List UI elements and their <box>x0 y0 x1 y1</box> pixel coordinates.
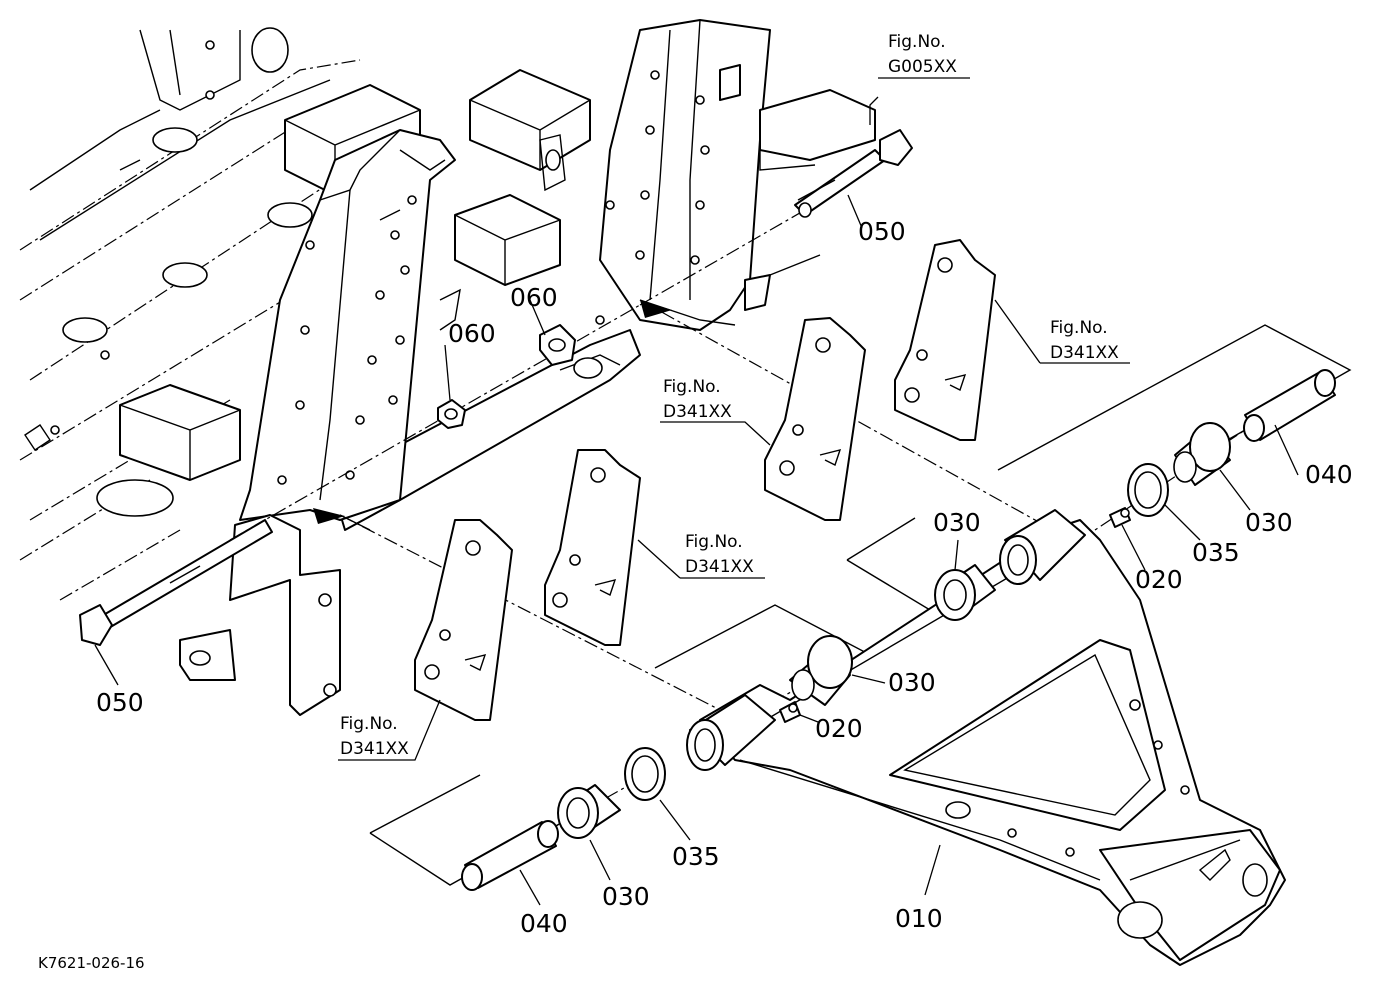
label-050-lower: 050 <box>96 688 144 717</box>
fig-ref-g005-title: Fig.No. <box>888 32 946 52</box>
label-035-upper: 035 <box>1192 538 1240 567</box>
label-035-lower: 035 <box>672 842 720 871</box>
label-010: 010 <box>895 904 943 933</box>
right-mount-bracket <box>539 19 876 331</box>
label-040-lower: 040 <box>520 909 568 938</box>
fig-ref-d341-mid-title: Fig.No. <box>685 532 743 552</box>
label-030-b: 030 <box>1245 508 1293 537</box>
bushing-030-c <box>789 635 853 706</box>
leader-lines <box>94 77 1299 906</box>
bushing-030-d <box>557 784 621 839</box>
arm-pivot-upper <box>999 509 1086 585</box>
label-030-d: 030 <box>602 882 650 911</box>
nut-060-upper <box>539 324 576 366</box>
chassis-frame <box>19 27 641 601</box>
fig-ref-g005-code: G005XX <box>888 57 957 77</box>
collar-040-upper <box>1243 369 1336 442</box>
arm-pivot-lower <box>686 694 776 771</box>
left-mount-bracket <box>179 129 461 716</box>
nut-060-lower <box>437 399 466 429</box>
figure-references: Fig.No. G005XX Fig.No. D341XX Fig.No. D3… <box>340 32 1119 759</box>
fig-ref-d341-midtop-title: Fig.No. <box>663 377 721 397</box>
bolt-050-upper <box>794 129 913 218</box>
label-020-lower: 020 <box>815 714 863 743</box>
label-020-upper: 020 <box>1135 565 1183 594</box>
fig-ref-d341-right-title: Fig.No. <box>1050 318 1108 338</box>
label-050-upper: 050 <box>858 217 906 246</box>
drawing-reference-number: K7621-026-16 <box>38 954 145 972</box>
fig-ref-d341-midtop-code: D341XX <box>663 402 732 422</box>
label-030-c: 030 <box>888 668 936 697</box>
bushing-030-b <box>1173 422 1231 486</box>
collar-040-lower <box>461 820 559 891</box>
label-040-upper: 040 <box>1305 460 1353 489</box>
label-060-upper: 060 <box>510 283 558 312</box>
bushing-030-a <box>934 564 996 621</box>
label-030-a: 030 <box>933 508 981 537</box>
bolt-050-lower <box>79 519 273 646</box>
fig-ref-d341-left-code: D341XX <box>340 739 409 759</box>
fig-ref-d341-mid-code: D341XX <box>685 557 754 577</box>
washer-035-upper <box>1127 463 1169 517</box>
grease-fitting-020-upper <box>1109 507 1131 528</box>
fig-ref-d341-right-code: D341XX <box>1050 343 1119 363</box>
label-060-lower: 060 <box>448 319 496 348</box>
part-labels: 050 050 060 060 040 040 030 030 030 030 … <box>96 217 1353 938</box>
washer-035-lower <box>624 747 666 801</box>
fig-ref-d341-left-title: Fig.No. <box>340 714 398 734</box>
